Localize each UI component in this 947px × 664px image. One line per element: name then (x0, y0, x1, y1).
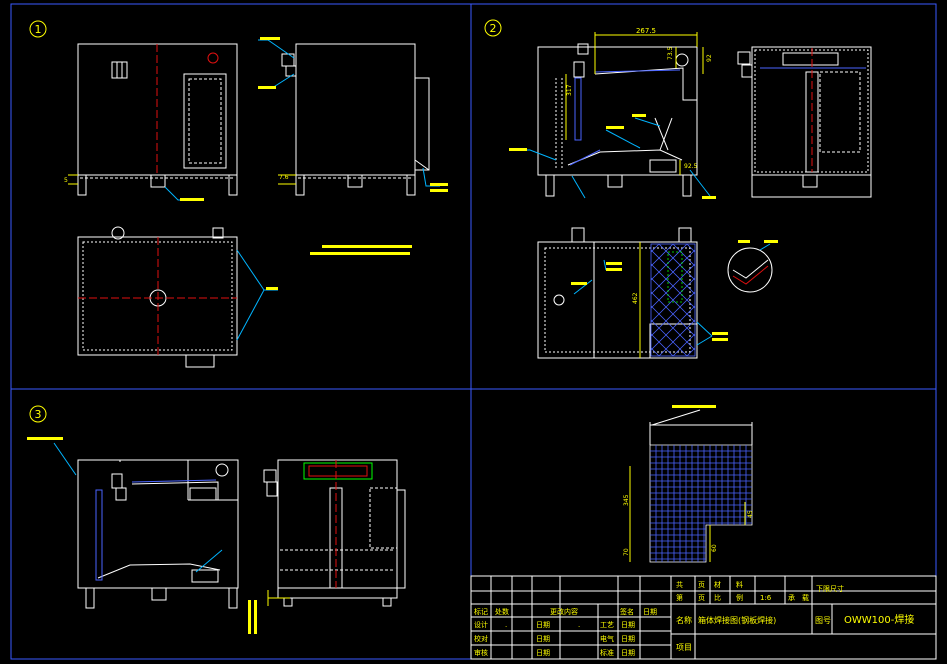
tb-liao: 料 (736, 580, 743, 589)
panel-number-3: 3 (35, 408, 42, 421)
tb-row3-f: 日期 (621, 649, 635, 657)
tb-row3-e: 标准 (600, 648, 614, 657)
tb-row2-e: 电气 (600, 634, 614, 643)
panel-2-detail-circle (727, 247, 773, 293)
tb-cheng: 承 (788, 593, 795, 602)
title-block (470, 575, 937, 660)
dim-92: 92 (706, 54, 713, 62)
panel-1-leaders (164, 39, 440, 341)
tb-row1-d: . (578, 621, 580, 629)
tb-lower-limit: 下限尺寸 (816, 584, 844, 593)
panel-3-leaders (53, 442, 223, 573)
panel-4-note (672, 405, 716, 408)
sheet-border (10, 3, 937, 660)
dim-5: 5 (64, 177, 68, 184)
dim-267-5: 267.5 (636, 27, 656, 35)
dim-462: 462 (632, 292, 639, 304)
panel-2-side-view (737, 46, 872, 198)
tb-ye-2: 页 (698, 594, 705, 602)
tb-riqi: 日期 (643, 608, 657, 616)
tb-cai: 材 (714, 580, 721, 589)
panel-3-blue-plates (95, 479, 217, 581)
panel-3-dims (267, 590, 290, 606)
tb-row1-e: 工艺 (600, 621, 614, 629)
dim-7-6: 7.6 (279, 174, 289, 181)
title-block-text: 共 页 材 料 下限尺寸 第 页 比 例 1:6 承 载 标记 处数 更改内容 … (474, 580, 914, 657)
dim-73-5: 73.5 (667, 46, 674, 60)
tb-zai: 载 (802, 593, 809, 602)
panel-4-mesh-plate (649, 444, 753, 563)
dim-45: 45 (747, 510, 754, 518)
panel-marker-1: 1 (29, 20, 47, 38)
panel-number-1: 1 (35, 23, 42, 36)
tb-row1-f: 日期 (621, 621, 635, 629)
panel-3-section-view (77, 459, 239, 609)
panel-4-dims (629, 466, 746, 562)
tb-qianming: 签名 (620, 607, 634, 616)
panel-2-leaders (510, 117, 771, 346)
panel-2-blue-plates (569, 69, 681, 166)
tb-gaigai: 更改内容 (550, 607, 578, 616)
panel-2-top-view (537, 227, 698, 359)
dim-345: 345 (623, 494, 630, 506)
tb-row3-c: 日期 (536, 649, 550, 657)
dim-92-5: 92.5 (684, 163, 698, 170)
tb-name-value: 箱体焊接图(钢板焊接) (698, 615, 776, 625)
tb-row2-c: 日期 (536, 635, 550, 643)
panel-2-dims (565, 32, 704, 358)
tb-biaoji: 标记 (474, 607, 488, 616)
panel-number-2: 2 (490, 22, 497, 35)
tb-chushu: 处数 (495, 607, 509, 616)
panel-1-dims (68, 174, 296, 185)
tb-scale-value: 1:6 (760, 594, 772, 602)
tb-li: 例 (736, 593, 743, 602)
panel-3-side-view (263, 459, 406, 607)
panel-1-top-view (77, 226, 238, 368)
tb-di: 第 (676, 593, 683, 602)
tb-name-label: 名称 (676, 615, 692, 625)
panel-2-section-view (537, 43, 698, 197)
tb-row1-a: 设计 (474, 620, 488, 629)
tb-ye-1: 页 (698, 581, 705, 589)
panel-1-front-view (77, 43, 238, 196)
dim-60: 60 (711, 544, 718, 552)
tb-row2-a: 校对 (474, 634, 488, 643)
panel-4-leaders (649, 409, 753, 445)
tb-project-label: 项目 (676, 643, 692, 652)
dim-317: 317 (566, 84, 573, 96)
panel-marker-2: 2 (484, 19, 502, 37)
tb-drawing-no-label: 图号 (815, 616, 831, 625)
panel-marker-3: 3 (29, 405, 47, 423)
tb-row1-c: 日期 (536, 621, 550, 629)
panel-3-notes (27, 437, 257, 634)
dim-70: 70 (623, 548, 630, 556)
panel-1-notes (180, 37, 448, 290)
tb-gong: 共 (676, 580, 683, 589)
panel-2-hatch-region (650, 243, 696, 357)
tb-drawing-no-value: OWW100-焊接 (844, 613, 914, 626)
panel-1-side-view (281, 43, 430, 196)
tb-bi: 比 (714, 593, 721, 602)
panel-2-notes (509, 114, 778, 341)
tb-row2-f: 日期 (621, 635, 635, 643)
tb-row1-b: . (505, 621, 507, 629)
tb-row3-a: 审核 (474, 648, 488, 657)
